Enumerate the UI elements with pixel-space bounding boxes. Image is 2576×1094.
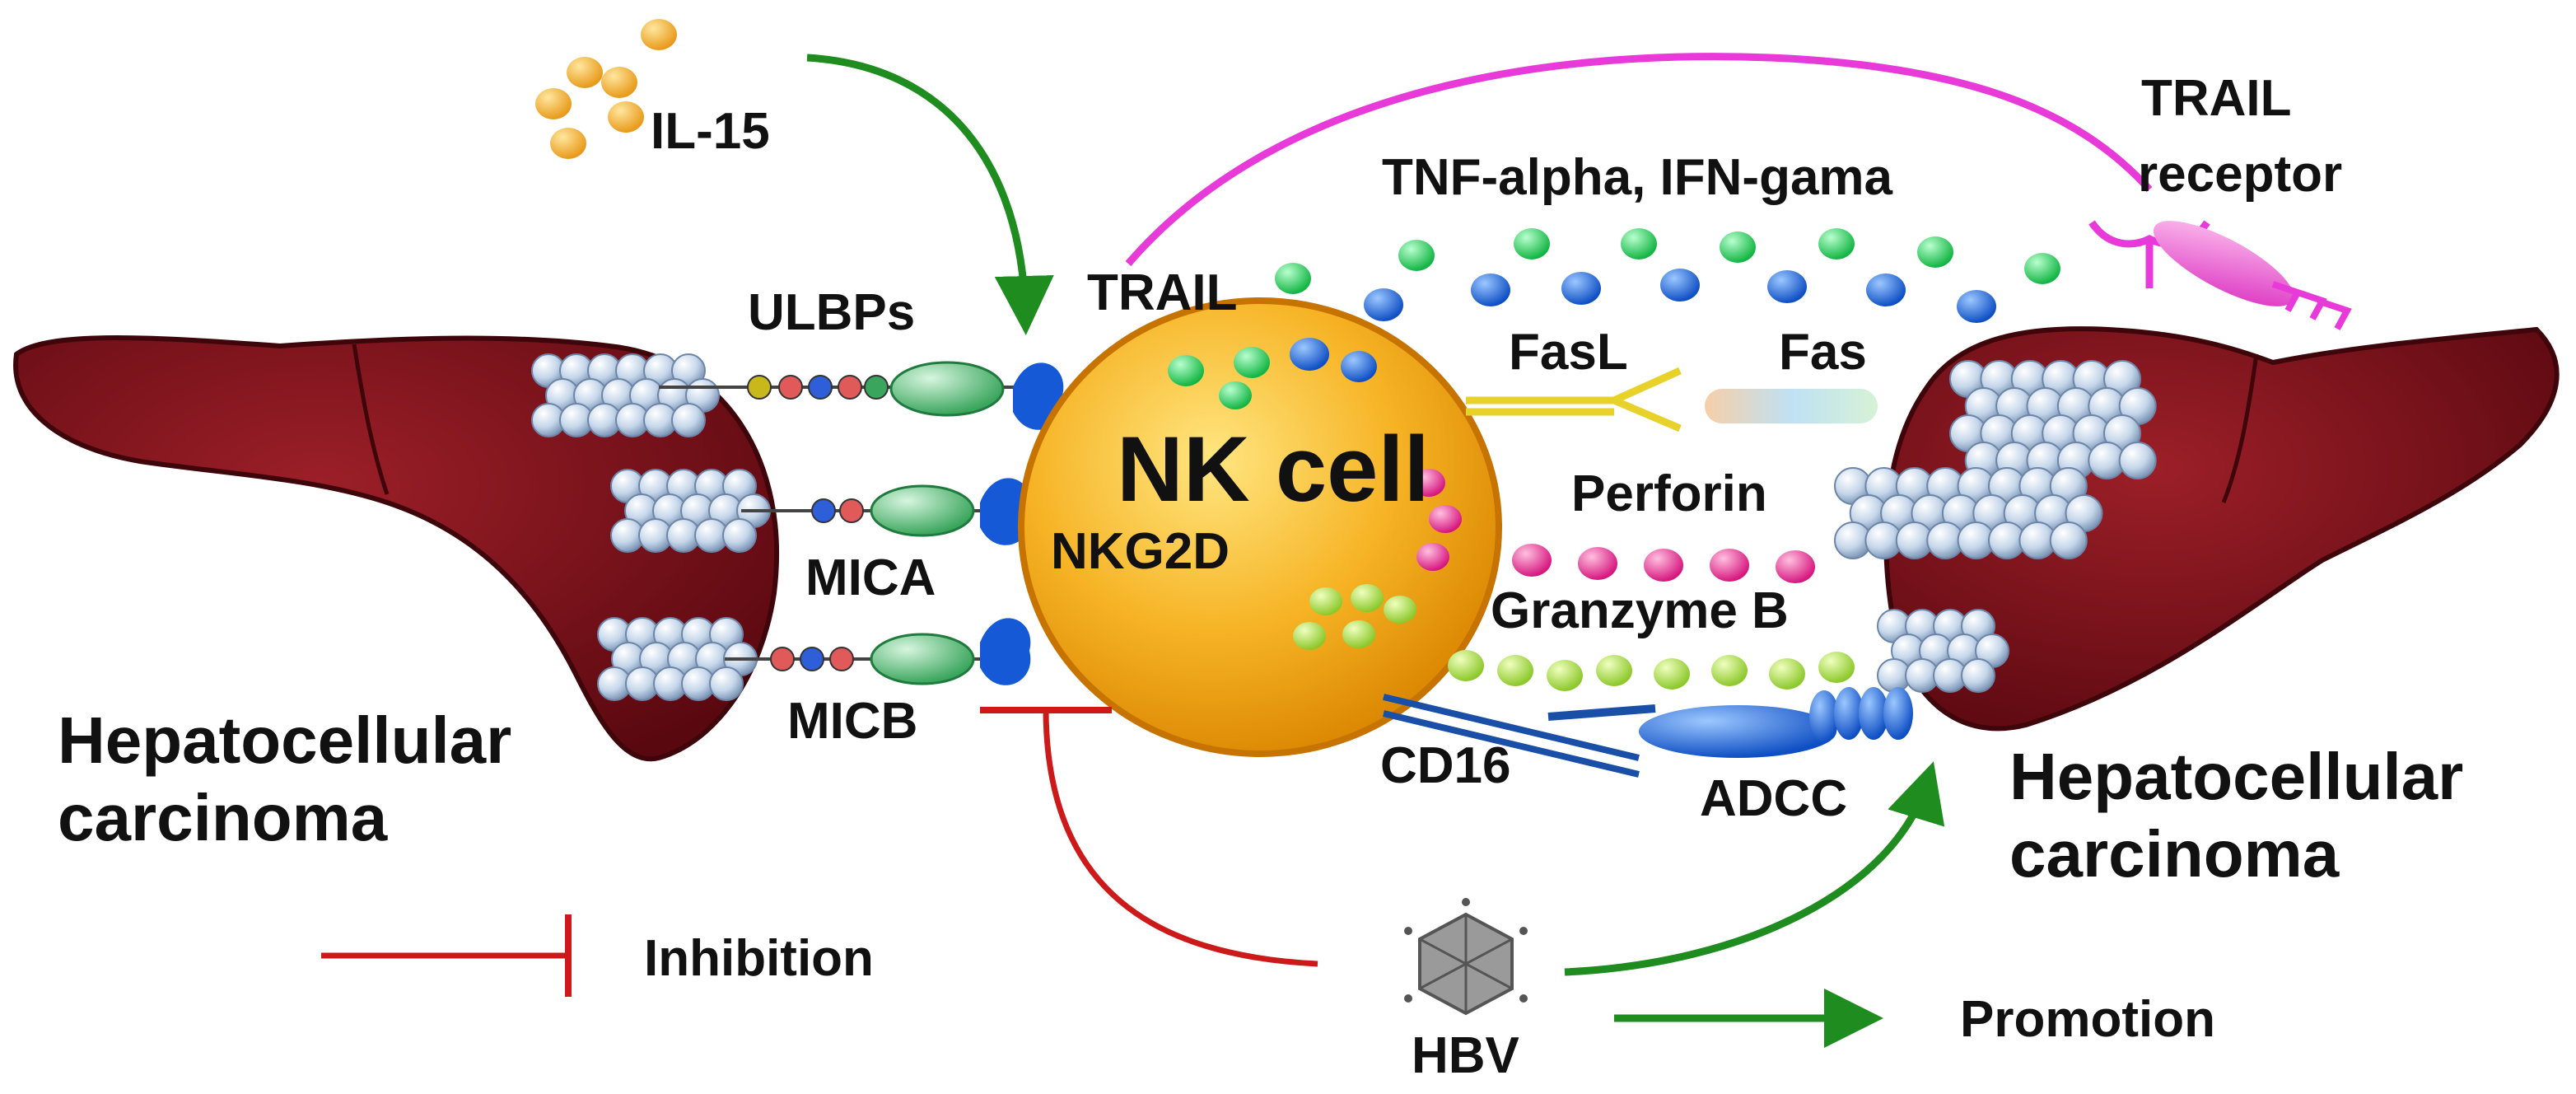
tumor-cell: [1961, 658, 1995, 693]
tumor-cell: [722, 518, 757, 553]
il15-particles: [535, 19, 677, 159]
granzyme-particles: [1448, 650, 1855, 691]
label-fasl: FasL: [1509, 324, 1628, 381]
label-cytokines: TNF-alpha, IFN-gama: [1382, 149, 1893, 206]
label-ulbps: ULBPs: [748, 284, 915, 341]
ulbps-chain: [659, 361, 1064, 430]
label-il15: IL-15: [651, 103, 770, 160]
micb-chain: [725, 618, 1031, 685]
tumor-cell: [671, 403, 706, 437]
tumor-clusters-left: [531, 353, 771, 701]
label-trail-receptor-2: receptor: [2138, 146, 2342, 203]
trail-receptor-shape: [2088, 220, 2352, 330]
legend-label-promotion: Promotion: [1960, 991, 2215, 1048]
trail-particle: [1275, 263, 1311, 294]
fasl-fas: [1466, 367, 1878, 432]
hbv-virus-icon: [1404, 898, 1528, 1016]
cd16-adcc: [1383, 687, 1913, 778]
label-mica: MICA: [805, 549, 936, 606]
mica-chain: [741, 478, 1031, 545]
left-liver: [13, 335, 780, 762]
il15-promotion-arrow: [806, 54, 1054, 335]
hbv-promotion-arrow: [1564, 761, 1945, 976]
tumor-cell: [2049, 521, 2088, 559]
tumor-clusters-right: [1834, 360, 2157, 693]
label-micb: MICB: [787, 693, 917, 750]
label-cd16: CD16: [1380, 737, 1511, 794]
legend-label-inhibition: Inhibition: [644, 930, 874, 987]
label-hcc-left-2: carcinoma: [58, 781, 388, 854]
label-hcc-right-2: carcinoma: [2009, 817, 2340, 891]
tumor-cell: [709, 666, 744, 701]
cytokine-particles: [1364, 228, 2060, 323]
label-trail-receptor-1: TRAIL: [2141, 70, 2292, 127]
label-perforin: Perforin: [1571, 465, 1767, 522]
label-nkg2d: NKG2D: [1051, 523, 1230, 580]
trail-arc: [1125, 53, 2153, 266]
label-hbv: HBV: [1412, 1027, 1519, 1084]
label-granzyme: Granzyme B: [1491, 582, 1789, 639]
label-hcc-left-1: Hepatocellular: [58, 704, 511, 777]
legend-inhibition: [321, 914, 572, 997]
hbv-inhibition-line: [1043, 708, 1318, 967]
perforin-particles: [1512, 544, 1815, 583]
label-adcc: ADCC: [1700, 770, 1847, 827]
nk-cell: [1018, 297, 1502, 757]
label-fas: Fas: [1779, 324, 1867, 381]
label-hcc-right-1: Hepatocellular: [2009, 740, 2463, 813]
nk-granules: [1168, 338, 1462, 650]
label-trail: TRAIL: [1087, 264, 1238, 321]
label-nk-cell: NK cell: [1117, 418, 1430, 521]
tumor-cell: [2118, 442, 2157, 479]
